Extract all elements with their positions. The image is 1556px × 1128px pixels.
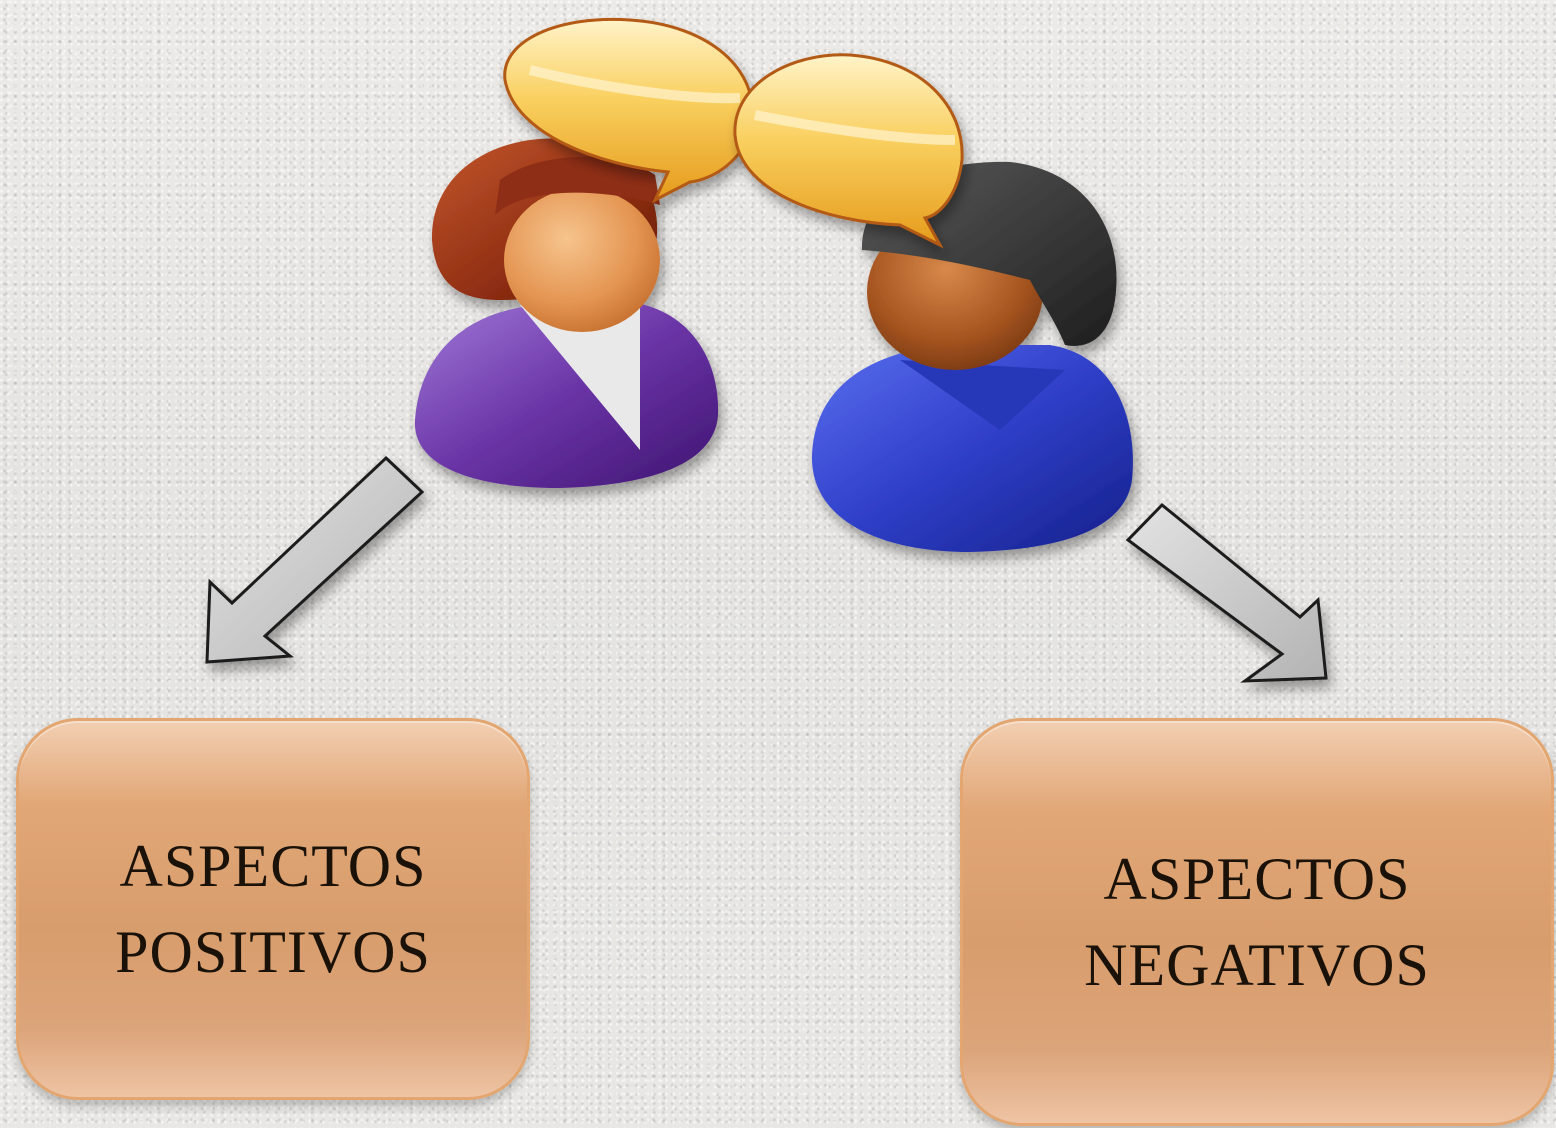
man-shirt bbox=[811, 345, 1133, 552]
positive-aspects-line1: ASPECTOS bbox=[119, 833, 427, 899]
arrow-down-right-icon bbox=[1125, 502, 1328, 683]
woman-head bbox=[504, 188, 660, 332]
woman-figure bbox=[414, 138, 719, 488]
positive-aspects-line2: POSITIVOS bbox=[115, 919, 431, 985]
negative-aspects-line2: NEGATIVOS bbox=[1084, 932, 1430, 998]
woman-shirt bbox=[414, 302, 719, 488]
man-collar bbox=[900, 360, 1065, 430]
positive-aspects-box: ASPECTOS POSITIVOS bbox=[16, 718, 530, 1100]
negative-aspects-box: ASPECTOS NEGATIVOS bbox=[960, 718, 1554, 1126]
woman-collar bbox=[520, 305, 640, 450]
speech-bubble-left bbox=[503, 17, 755, 204]
woman-bangs bbox=[495, 156, 660, 215]
arrow-down-left-icon bbox=[205, 455, 425, 664]
speech-bubble-right bbox=[733, 53, 964, 249]
negative-aspects-line1: ASPECTOS bbox=[1103, 846, 1411, 912]
